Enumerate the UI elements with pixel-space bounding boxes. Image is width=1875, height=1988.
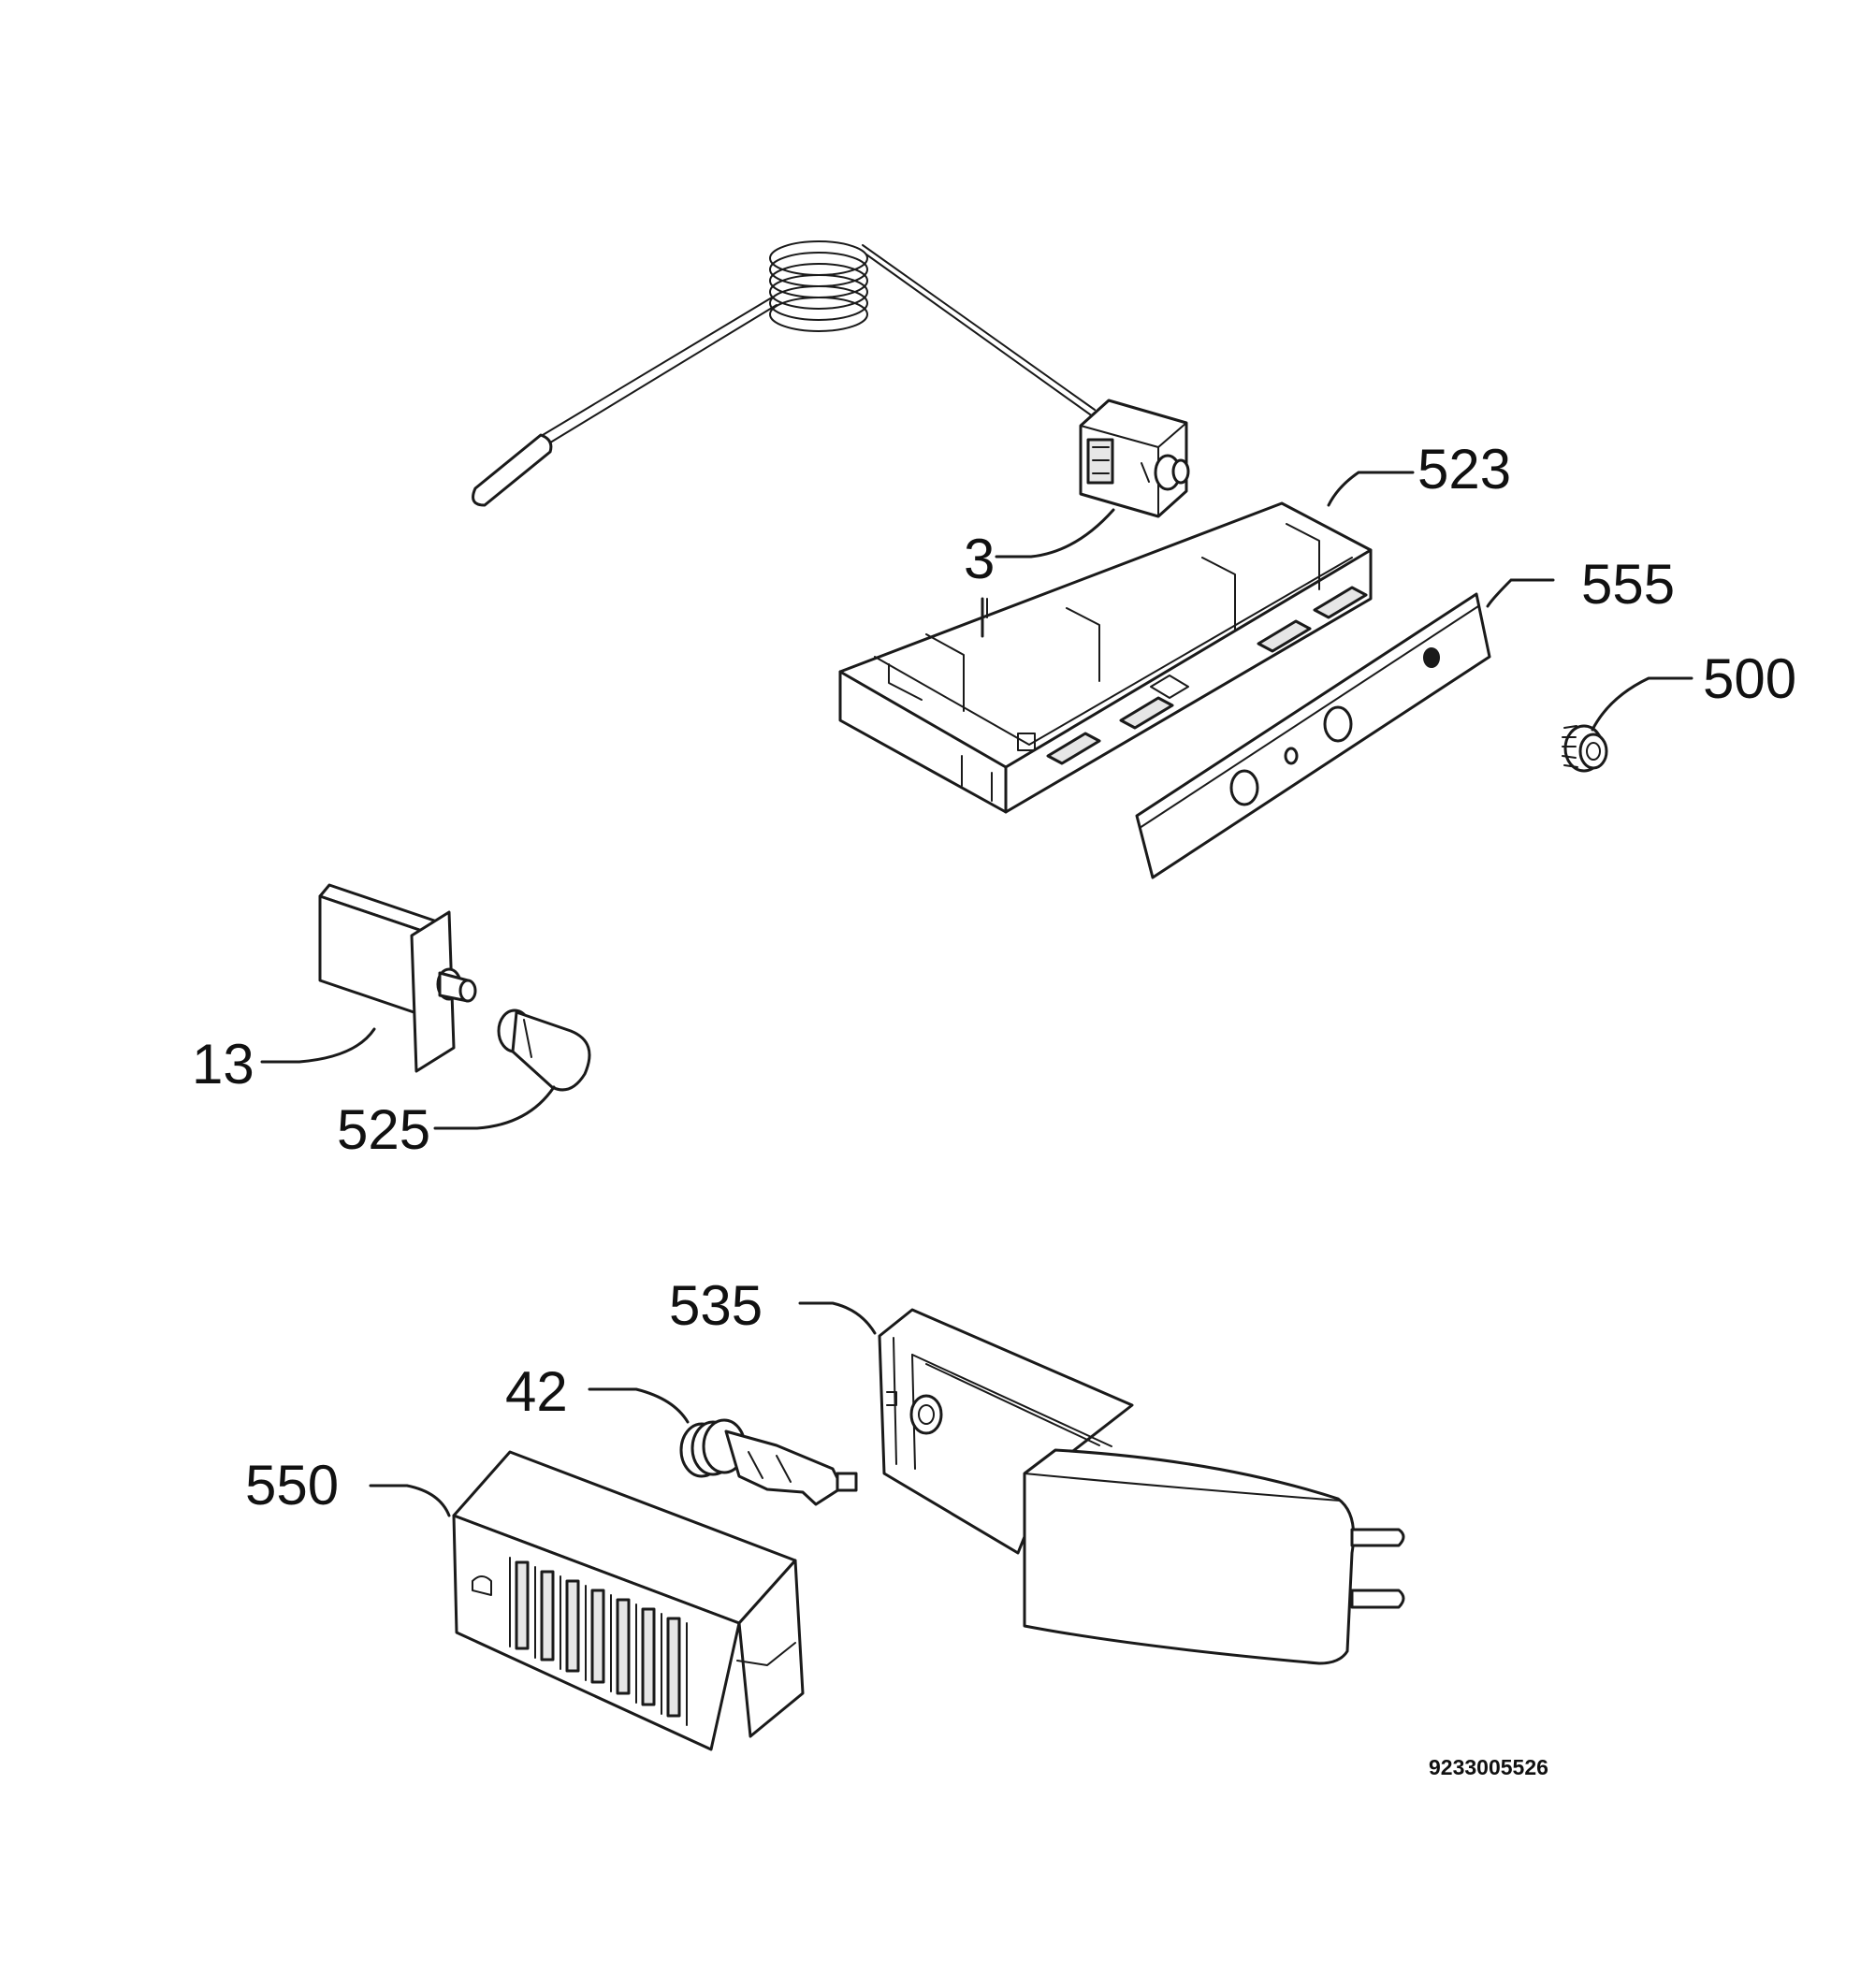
finned-cover-part-550	[452, 1450, 805, 1751]
leader-lines	[260, 471, 1693, 1517]
lamp-housing-part-535	[878, 1308, 1405, 1665]
knob-part-500	[1562, 724, 1608, 773]
drawing-number: 9233005526	[1429, 1755, 1548, 1779]
switch-part-13	[318, 883, 477, 1073]
part-label-3: 3	[964, 528, 995, 590]
thermostat-part-3	[472, 240, 1190, 518]
part-label-550: 550	[245, 1454, 339, 1516]
part-label-523: 523	[1417, 438, 1511, 501]
part-label-555: 555	[1581, 553, 1675, 616]
part-label-13: 13	[192, 1033, 254, 1096]
part-label-42: 42	[505, 1360, 568, 1423]
lamp-part-525	[497, 1009, 591, 1092]
part-label-525: 525	[337, 1098, 430, 1161]
front-strip-part-555	[1135, 592, 1491, 879]
part-label-535: 535	[669, 1274, 763, 1337]
part-label-500: 500	[1703, 647, 1796, 710]
lamp-holder-part-42	[679, 1418, 858, 1506]
housing-tray-part-523	[838, 501, 1373, 814]
